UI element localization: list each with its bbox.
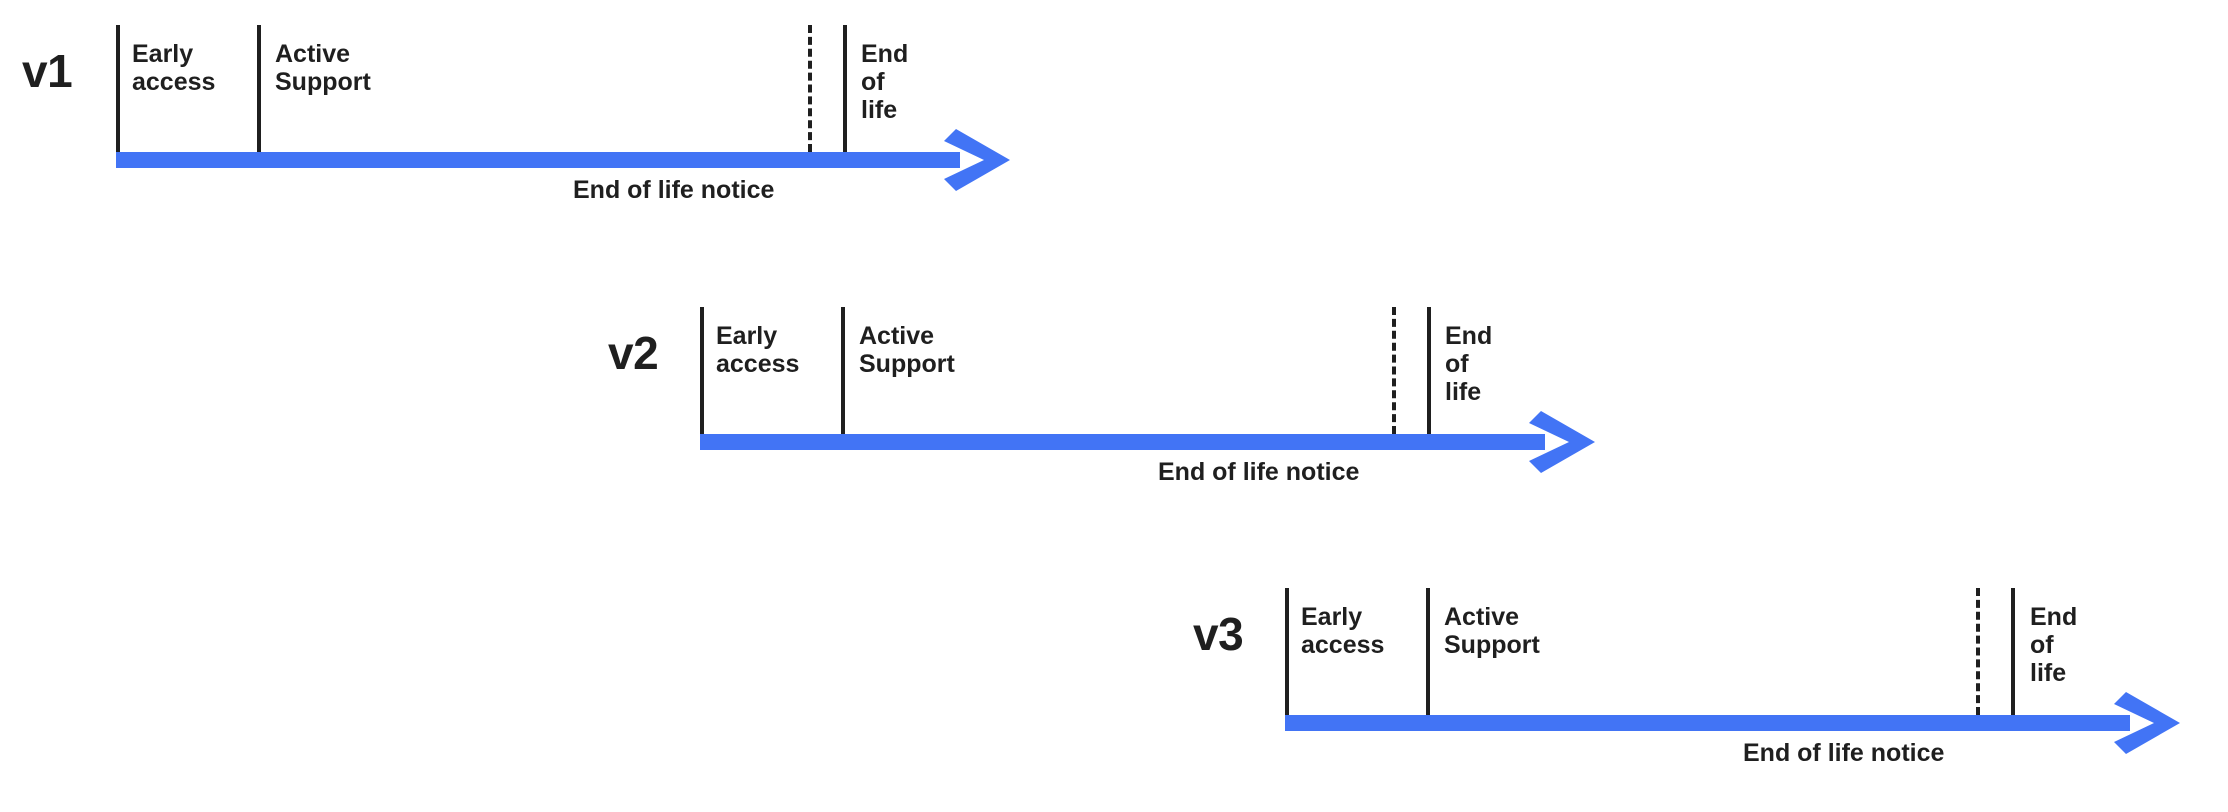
timeline-arrow-shaft (700, 434, 1545, 450)
phase-label-0: Early access (132, 40, 216, 96)
phase-divider-3 (2011, 588, 2015, 715)
timeline-arrow-head-icon (1527, 409, 1597, 475)
phase-divider-0 (116, 25, 120, 152)
phase-divider-dashed-2 (808, 25, 812, 152)
timeline-arrow-shaft (116, 152, 960, 168)
phase-label-1: Active Support (1444, 603, 1540, 659)
phase-divider-dashed-2 (1976, 588, 1980, 715)
phase-divider-1 (257, 25, 261, 152)
phase-divider-dashed-2 (1392, 307, 1396, 434)
phase-label-0: Early access (1301, 603, 1385, 659)
end-of-life-notice-label: End of life notice (573, 176, 775, 204)
version-label-v2: v2 (608, 327, 659, 379)
version-label-v3: v3 (1193, 608, 1244, 660)
timeline-arrow-head-icon (942, 127, 1012, 193)
end-of-life-notice-label: End of life notice (1743, 739, 1945, 767)
phase-label-1: Active Support (275, 40, 371, 96)
phase-label-2: End of life (861, 40, 909, 124)
end-of-life-notice-label: End of life notice (1158, 458, 1360, 486)
phase-divider-1 (1426, 588, 1430, 715)
phase-divider-1 (841, 307, 845, 434)
version-label-v1: v1 (22, 45, 73, 97)
phase-divider-0 (700, 307, 704, 434)
phase-divider-3 (1427, 307, 1431, 434)
timeline-arrow-head-icon (2112, 690, 2182, 756)
phase-divider-3 (843, 25, 847, 152)
phase-label-1: Active Support (859, 322, 955, 378)
phase-label-2: End of life (2030, 603, 2078, 687)
phase-label-0: Early access (716, 322, 800, 378)
phase-divider-0 (1285, 588, 1289, 715)
timeline-arrow-shaft (1285, 715, 2130, 731)
phase-label-2: End of life (1445, 322, 1493, 406)
